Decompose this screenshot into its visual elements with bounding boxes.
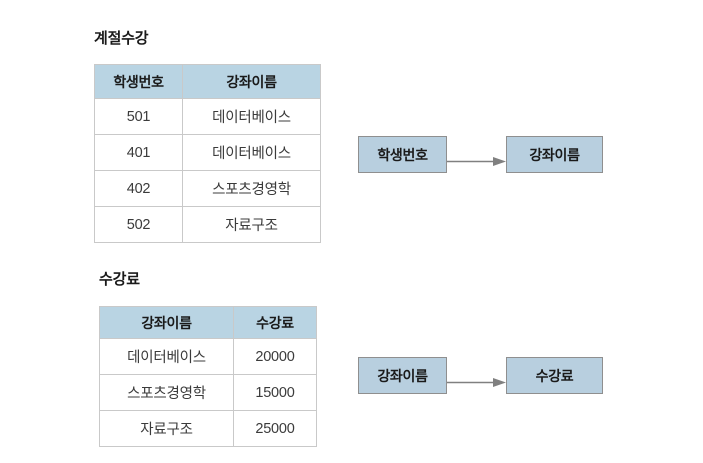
cell-course-name: 데이터베이스 bbox=[182, 98, 321, 135]
table-header-row: 학생번호 강좌이름 bbox=[94, 64, 321, 99]
table-row: 502 자료구조 bbox=[94, 206, 321, 243]
relation-table-sugangryo: 강좌이름 수강료 데이터베이스 20000 스포츠경영학 15000 자료구조 … bbox=[99, 306, 317, 447]
cell-course-name: 자료구조 bbox=[182, 206, 321, 243]
cell-course-name: 스포츠경영학 bbox=[99, 374, 234, 411]
table-row: 스포츠경영학 15000 bbox=[99, 374, 317, 411]
fd-dependent-box-fee: 수강료 bbox=[506, 357, 603, 394]
table-caption-gyejeolsugang: 계절수강 bbox=[94, 30, 149, 47]
table-caption-sugangryo: 수강료 bbox=[99, 271, 140, 288]
cell-course-name: 데이터베이스 bbox=[99, 338, 234, 375]
cell-fee: 15000 bbox=[233, 374, 317, 411]
table-row: 401 데이터베이스 bbox=[94, 134, 321, 171]
column-header-student-number: 학생번호 bbox=[94, 64, 183, 99]
fd-dependent-box-course-name: 강좌이름 bbox=[506, 136, 603, 173]
table-row: 402 스포츠경영학 bbox=[94, 170, 321, 207]
cell-student-number: 402 bbox=[94, 170, 183, 207]
table-row: 501 데이터베이스 bbox=[94, 98, 321, 135]
arrow-right-icon bbox=[447, 153, 506, 166]
cell-course-name: 데이터베이스 bbox=[182, 134, 321, 171]
functional-dependency-diagram-1: 학생번호 강좌이름 bbox=[358, 136, 603, 173]
cell-student-number: 501 bbox=[94, 98, 183, 135]
table-row: 데이터베이스 20000 bbox=[99, 338, 317, 375]
column-header-course-name: 강좌이름 bbox=[182, 64, 321, 99]
table-header-row: 강좌이름 수강료 bbox=[99, 306, 317, 339]
table-row: 자료구조 25000 bbox=[99, 410, 317, 447]
cell-student-number: 401 bbox=[94, 134, 183, 171]
cell-course-name: 자료구조 bbox=[99, 410, 234, 447]
cell-fee: 25000 bbox=[233, 410, 317, 447]
functional-dependency-diagram-2: 강좌이름 수강료 bbox=[358, 357, 603, 394]
column-header-course-name: 강좌이름 bbox=[99, 306, 234, 339]
fd-determinant-box-student-number: 학생번호 bbox=[358, 136, 447, 173]
cell-course-name: 스포츠경영학 bbox=[182, 170, 321, 207]
cell-fee: 20000 bbox=[233, 338, 317, 375]
relation-table-gyejeolsugang: 학생번호 강좌이름 501 데이터베이스 401 데이터베이스 402 스포츠경… bbox=[94, 64, 321, 243]
cell-student-number: 502 bbox=[94, 206, 183, 243]
arrow-right-icon bbox=[447, 374, 506, 387]
fd-determinant-box-course-name: 강좌이름 bbox=[358, 357, 447, 394]
column-header-fee: 수강료 bbox=[233, 306, 317, 339]
